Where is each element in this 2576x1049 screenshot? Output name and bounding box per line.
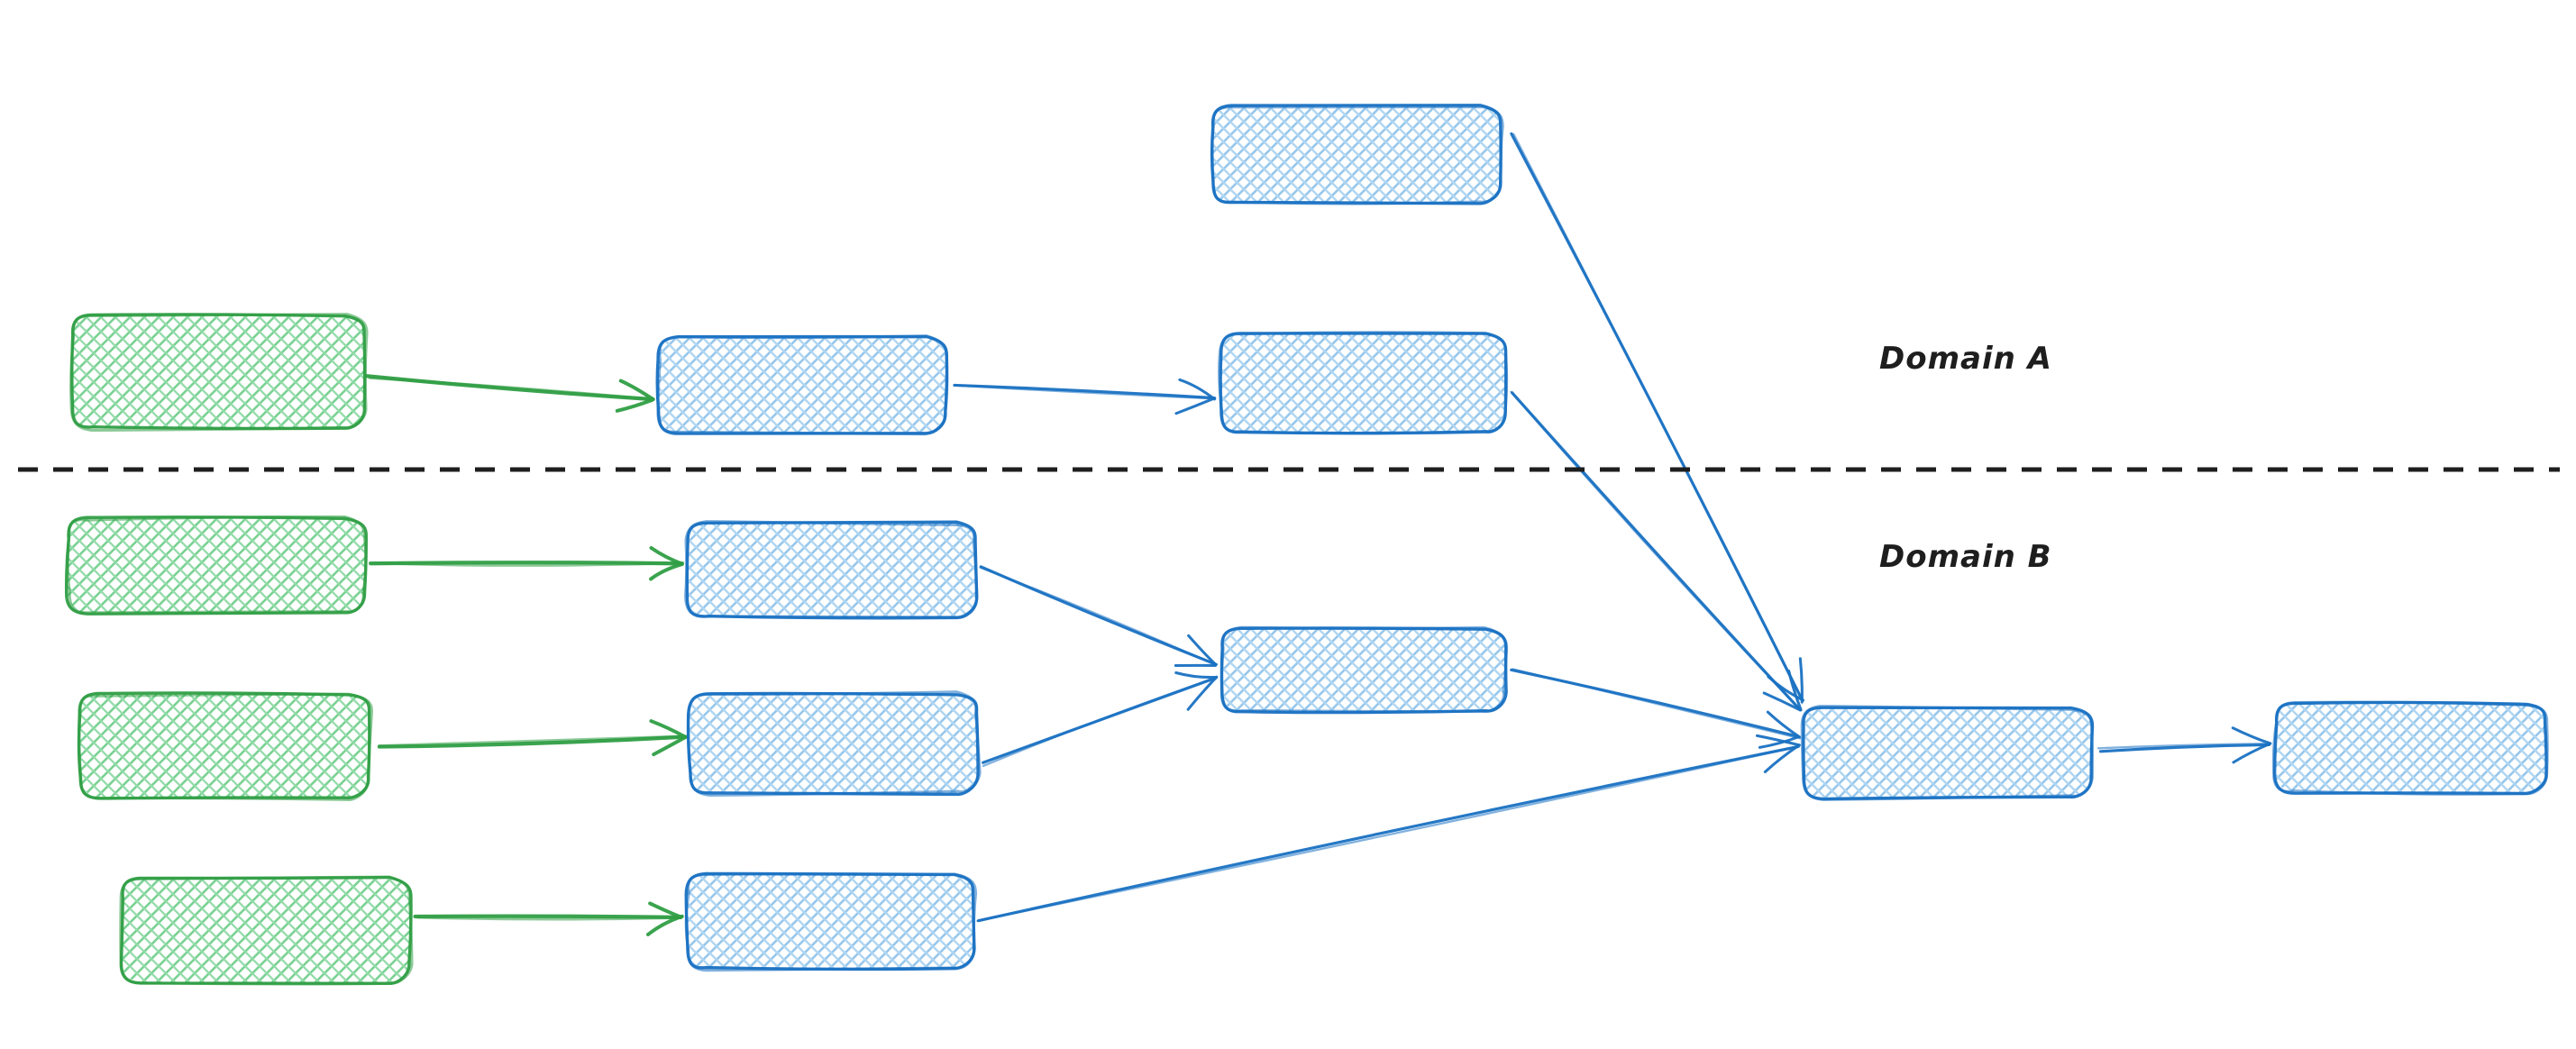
node-hit-b-sink-1[interactable] — [1803, 707, 2091, 798]
node-hit-a-mid-2[interactable] — [1221, 333, 1505, 433]
node-hit-a-top-1[interactable] — [1212, 106, 1501, 203]
node-hit-a-mid-1[interactable] — [658, 338, 946, 433]
edge-e3[interactable] — [1510, 132, 1805, 704]
node-hit-b-mid-3[interactable] — [687, 874, 973, 969]
domain-label-domain-a: Domain A — [1879, 341, 2052, 377]
edge-e2[interactable] — [953, 378, 1217, 415]
node-hit-b-src-1[interactable] — [68, 518, 365, 613]
edge-e5[interactable] — [369, 546, 685, 581]
node-hit-b-sink-2[interactable] — [2276, 703, 2546, 793]
edge-e10[interactable] — [1510, 668, 1802, 749]
edge-e8[interactable] — [979, 565, 1218, 668]
edge-e1[interactable] — [364, 374, 655, 413]
edge-e7[interactable] — [413, 901, 684, 936]
node-hit-b-join-1[interactable] — [1221, 629, 1505, 712]
node-hit-a-src-1[interactable] — [72, 315, 365, 428]
edge-e9[interactable] — [982, 670, 1219, 768]
node-hit-b-mid-2[interactable] — [690, 694, 978, 793]
node-hit-b-mid-1[interactable] — [688, 523, 976, 617]
domain-label-domain-b: Domain B — [1879, 539, 2052, 575]
node-hit-b-src-2[interactable] — [79, 694, 370, 798]
edge-e4[interactable] — [1510, 390, 1803, 712]
edge-e12[interactable] — [2096, 726, 2272, 764]
node-hit-b-src-3[interactable] — [122, 879, 410, 982]
edge-e6[interactable] — [377, 719, 689, 757]
edge-e11[interactable] — [976, 734, 1801, 923]
